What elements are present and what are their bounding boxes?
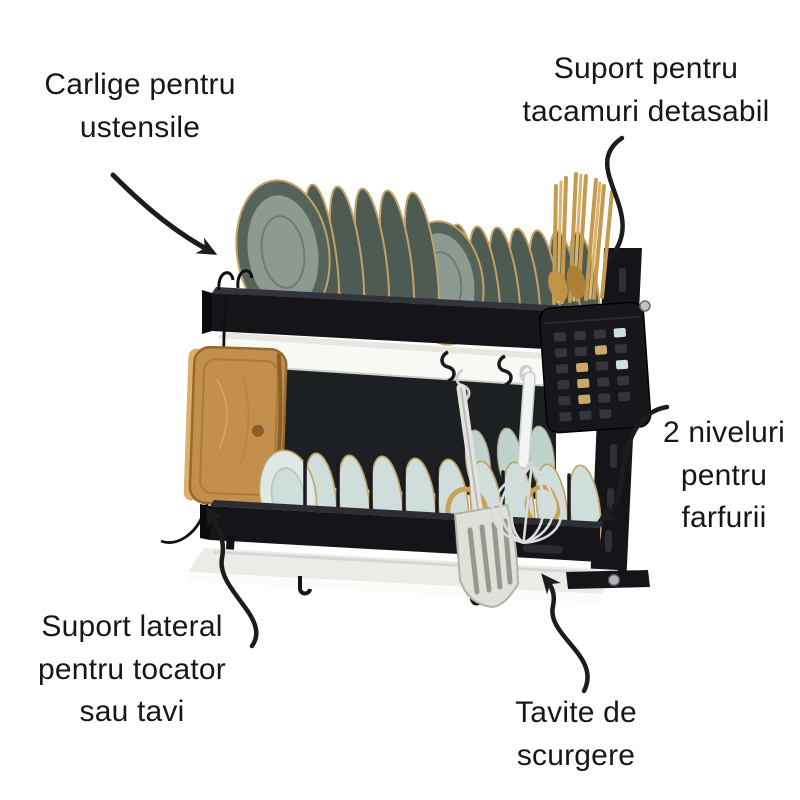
arrow-cutlery-holder [604,135,625,261]
label-two-levels: 2 niveluri pentru farfurii [662,416,786,535]
arrow-drip-tray [541,573,590,694]
arrow-two-levels [596,404,670,523]
label-utensil-hooks: Carlige pentru ustensile [44,68,236,144]
arrow-side-support [206,505,259,649]
whisk [490,364,563,545]
cutlery-basket [538,301,652,434]
label-drip-trays: Tavite de scurgere [515,696,637,772]
label-cutlery-holder: Suport pentru tacamuri detasabil [522,52,770,128]
top-plates-left [235,179,441,335]
label-side-support: Suport lateral pentru tocator sau tavi [38,610,226,729]
chopsticks [548,172,614,305]
top-tier-rail [202,287,604,352]
arrow-hooks [110,172,218,255]
annotation-arrows [110,135,670,694]
utensil-hooks [217,269,254,291]
basket-mount-screw [639,300,651,312]
frame-foot [566,570,650,589]
